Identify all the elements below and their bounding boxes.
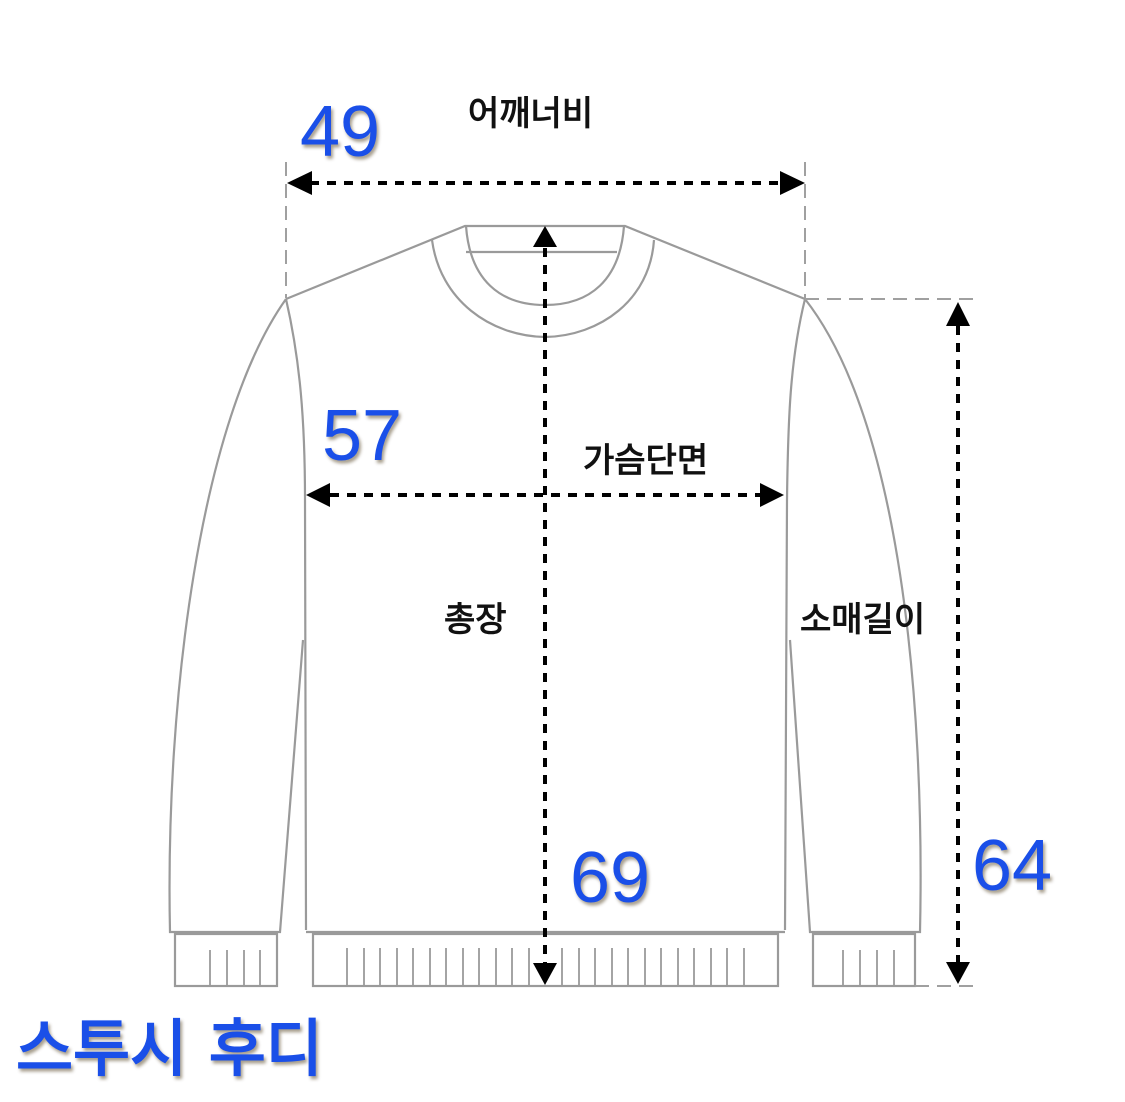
arrow-right-icon bbox=[760, 483, 784, 507]
shoulder-label: 어깨너비 bbox=[468, 94, 594, 134]
sleeve-label: 소매길이 bbox=[800, 600, 926, 640]
chest-label: 가슴단면 bbox=[583, 441, 709, 481]
arrow-down-icon bbox=[533, 963, 557, 985]
product-title: 스투시 후디 bbox=[16, 1012, 323, 1085]
length-label: 총장 bbox=[444, 600, 507, 640]
dashed-arrows bbox=[310, 181, 960, 964]
arrow-right-icon bbox=[780, 171, 805, 195]
arrow-up-icon bbox=[946, 302, 970, 326]
arrowheads bbox=[287, 171, 970, 985]
guide-lines bbox=[285, 162, 980, 987]
arrow-down-icon bbox=[946, 962, 970, 984]
arrow-left-icon bbox=[287, 171, 312, 195]
sleeve-value: 64 bbox=[972, 826, 1053, 906]
arrow-up-icon bbox=[533, 226, 557, 247]
length-value: 69 bbox=[570, 838, 651, 918]
chest-value: 57 bbox=[322, 396, 403, 476]
rib-lines bbox=[209, 948, 895, 985]
arrow-left-icon bbox=[306, 483, 330, 507]
shoulder-value: 49 bbox=[300, 92, 381, 172]
